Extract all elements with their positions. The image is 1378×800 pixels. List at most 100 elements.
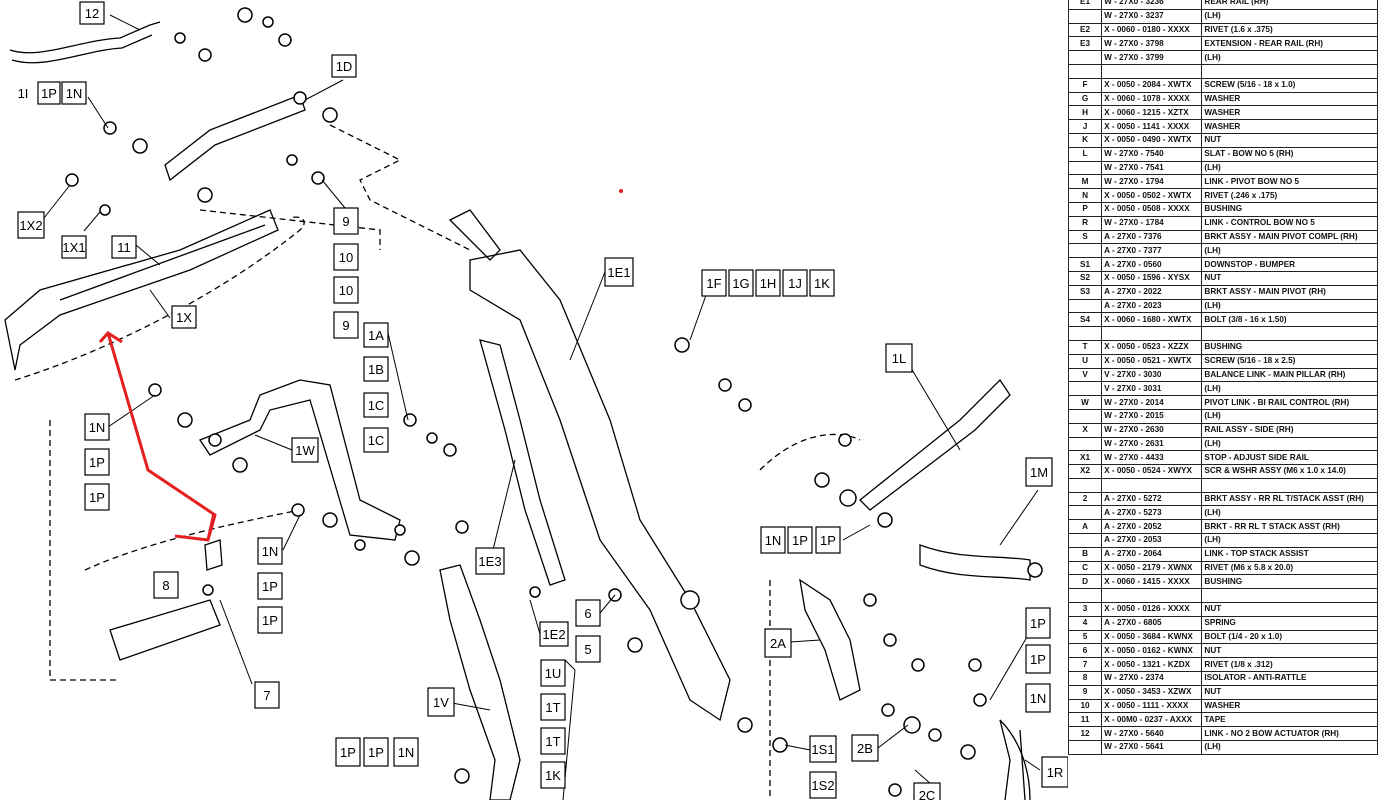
- description-cell: BOLT (1/4 - 20 x 1.0): [1201, 629, 1378, 645]
- bracket-1d-outline: [164, 94, 306, 182]
- description-cell: (LH): [1201, 740, 1378, 755]
- description-cell: BRKT - RR RL T STACK ASST (RH): [1201, 519, 1378, 535]
- ref-cell: X: [1067, 422, 1103, 438]
- callout-1s2: 1S2: [809, 771, 837, 799]
- callout-text: 1P: [41, 86, 57, 101]
- ref-cell: B: [1067, 546, 1103, 562]
- description-cell: LINK - CONTROL BOW NO 5: [1201, 215, 1378, 231]
- description-cell: BRKT ASSY - RR RL T/STACK ASST (RH): [1201, 491, 1378, 507]
- part-number-cell: W - 27X0 - 5641: [1101, 740, 1203, 755]
- ref-cell: S3: [1067, 284, 1103, 300]
- callout-box: [760, 526, 786, 554]
- part-number-cell: W - 27X0 - 3237: [1101, 8, 1203, 24]
- ref-cell: 11: [1067, 712, 1103, 728]
- parts-table-row: W - 27X0 - 3237(LH): [1067, 8, 1378, 24]
- ref-cell: [1067, 740, 1103, 755]
- callout-text: 1N: [66, 86, 83, 101]
- ref-cell: [1067, 381, 1103, 397]
- callout-text: 1M: [1030, 465, 1048, 480]
- callout-box: [815, 526, 841, 554]
- ref-cell: 9: [1067, 684, 1103, 700]
- callout-box: [257, 537, 283, 565]
- part-number-cell: W - 27X0 - 2015: [1101, 408, 1203, 424]
- part-number-cell: A - 27X0 - 5273: [1101, 505, 1203, 521]
- callout-text: 1W: [295, 443, 315, 458]
- part-number-cell: A - 27X0 - 2022: [1101, 284, 1203, 300]
- part-number-cell: X - 0050 - 0490 - XWTX: [1101, 132, 1203, 148]
- parts-table-row: A - 27X0 - 7377(LH): [1067, 243, 1378, 259]
- part-number-cell: [1101, 63, 1203, 79]
- description-cell: LINK - TOP STACK ASSIST: [1201, 546, 1378, 562]
- callout-1v: 1V: [427, 687, 455, 717]
- callout-2b: 2B: [851, 734, 879, 762]
- part-number-cell: X - 0050 - 2179 - XWNX: [1101, 560, 1203, 576]
- callout-box: [257, 572, 283, 600]
- description-cell: NUT: [1201, 602, 1378, 617]
- ref-cell: K: [1067, 132, 1103, 148]
- part-number-cell: X - 0060 - 1415 - XXXX: [1101, 574, 1203, 590]
- callout-box: [84, 413, 110, 441]
- callout-box: [257, 606, 283, 634]
- ref-cell: E1: [1067, 0, 1103, 10]
- callout-box: [84, 448, 110, 476]
- ref-cell: M: [1067, 174, 1103, 190]
- callout-box: [153, 571, 179, 599]
- callout-1x1: 1X1: [61, 235, 87, 259]
- callout-box: [728, 269, 754, 297]
- callout-box: [12, 82, 34, 104]
- balance-link-1v-outline: [439, 564, 521, 800]
- ref-cell: 2: [1067, 491, 1103, 507]
- callout-box: [331, 54, 357, 78]
- part-number-cell: A - 27X0 - 2023: [1101, 298, 1203, 314]
- parts-table-row: [1067, 326, 1378, 341]
- callout-box: [61, 235, 87, 259]
- callout-text: 9: [342, 318, 349, 333]
- callout-1p-f: 1P: [335, 737, 361, 767]
- ref-cell: S2: [1067, 270, 1103, 286]
- callout-box: [335, 737, 361, 767]
- callout-1e3: 1E3: [475, 547, 505, 575]
- parts-table-row: W - 27X0 - 7541(LH): [1067, 160, 1378, 176]
- callout-text: 1K: [814, 276, 830, 291]
- callout-1m: 1M: [1025, 457, 1053, 487]
- callout-box: [17, 211, 45, 239]
- callout-box: [61, 81, 87, 105]
- bracket-2a-outline: [799, 578, 861, 701]
- ref-cell: G: [1067, 91, 1103, 107]
- part-number-cell: A - 27X0 - 2053: [1101, 533, 1203, 548]
- callout-text: 1S1: [811, 742, 834, 757]
- part-number-cell: X - 0050 - 0521 - XWTX: [1101, 353, 1203, 369]
- callout-box: [79, 1, 105, 25]
- callout-text: 1N: [398, 745, 415, 760]
- callout-box: [475, 547, 505, 575]
- callout-box: [333, 243, 359, 271]
- part-number-cell: X - 0050 - 1111 - XXXX: [1101, 698, 1203, 714]
- callout-box: [333, 276, 359, 304]
- ref-cell: [1067, 477, 1103, 493]
- ref-cell: X2: [1067, 464, 1103, 479]
- callout-1n-b: 1N: [84, 413, 110, 441]
- part-number-cell: W - 27X0 - 1794: [1101, 174, 1203, 190]
- side-rail-1x-outline: [4, 209, 279, 371]
- ref-cell: 8: [1067, 671, 1103, 686]
- ref-cell: [1067, 298, 1103, 314]
- callout-box: [782, 269, 808, 297]
- callout-box: [363, 322, 389, 348]
- callout-text: 1X1: [62, 240, 85, 255]
- rear-rail-1e1-outline: [469, 249, 731, 722]
- part-number-cell: A - 27X0 - 5272: [1101, 491, 1203, 507]
